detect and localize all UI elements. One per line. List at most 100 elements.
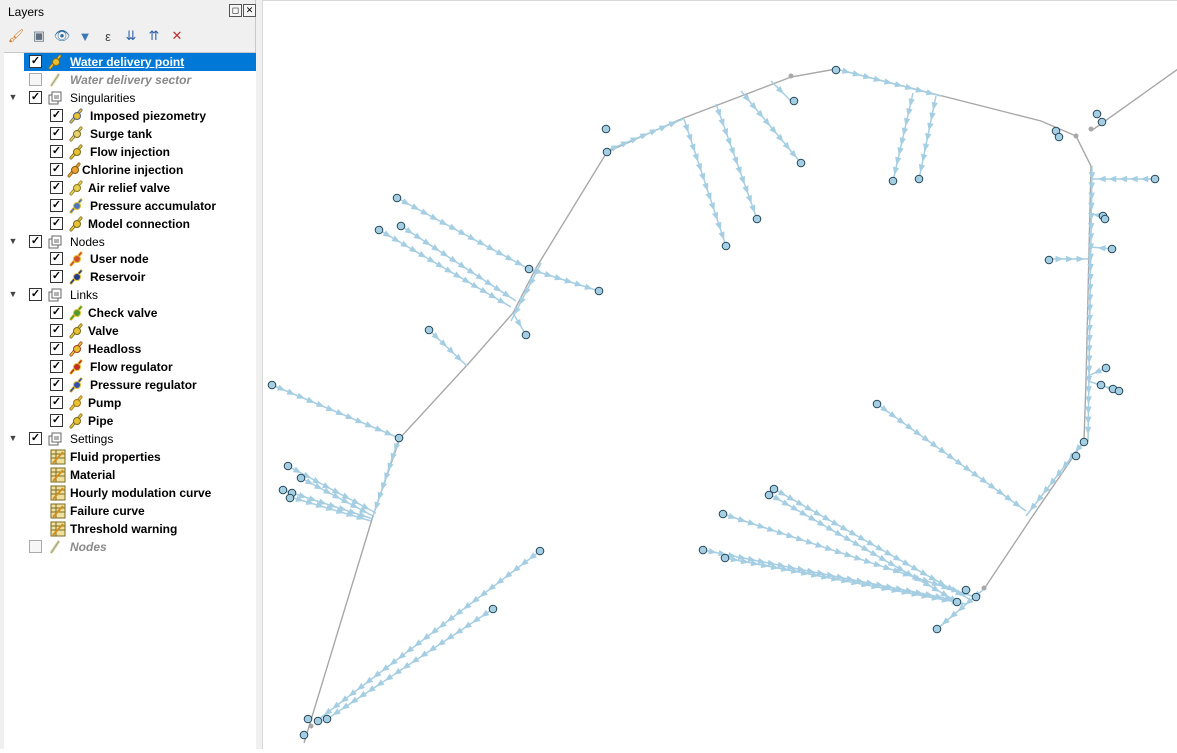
collapse-all-icon[interactable]: ⇈ [148,28,160,43]
expand-arrow-icon[interactable]: ▼ [8,433,18,443]
link-arrow-icon [1076,255,1085,263]
layer-row[interactable]: Failure curve [4,502,256,520]
link-arrow-icon [839,524,849,531]
layer-visibility-checkbox[interactable] [29,73,42,86]
layer-visibility-checkbox[interactable]: ✓ [50,252,63,265]
link-arrow-icon [873,75,882,82]
link-arrow-icon [397,651,407,660]
layer-visibility-checkbox[interactable]: ✓ [50,342,63,355]
network-node [764,490,774,500]
layer-row[interactable]: ✓Model connection [4,215,256,233]
network-node [285,493,295,503]
remove-layer-icon[interactable]: ✕ [171,28,183,43]
panel-splitter[interactable] [256,0,262,749]
expand-all-icon[interactable]: ⇊ [125,28,137,43]
layer-row[interactable]: ▼✓Settings [4,430,256,448]
layer-row[interactable]: ✓Pump [4,394,256,412]
link-arrow-icon [376,679,385,687]
link-arrow-icon [757,522,766,529]
layer-row[interactable]: ✓Flow regulator [4,358,256,376]
link-arrow-icon [534,267,541,277]
link-arrow-icon [502,290,511,298]
layer-row[interactable]: Nodes [4,538,256,556]
layer-visibility-checkbox[interactable]: ✓ [29,288,42,301]
layer-visibility-checkbox[interactable]: ✓ [50,181,63,194]
layer-row[interactable]: ✓ Water delivery point [24,53,256,71]
expand-arrow-icon[interactable]: ▼ [8,92,18,102]
link-arrow-icon [931,579,940,586]
link-arrow-icon [358,506,368,514]
layer-visibility-checkbox[interactable]: ✓ [50,414,63,427]
visibility-icon[interactable]: 👁 [53,28,71,43]
layer-row[interactable]: ✓Surge tank [4,125,256,143]
layer-row[interactable]: ✓Pressure regulator [4,376,256,394]
layer-visibility-checkbox[interactable]: ✓ [50,127,63,140]
link-arrow-icon [790,567,800,574]
expand-arrow-icon[interactable]: ▼ [8,289,18,299]
layer-row[interactable]: Hourly modulation curve [4,484,256,502]
close-panel-button[interactable]: ✕ [243,4,256,17]
layer-visibility-checkbox[interactable]: ✓ [50,360,63,373]
layer-row[interactable]: ▼✓Nodes [4,233,256,251]
layer-row[interactable]: Threshold warning [4,520,256,538]
float-panel-button[interactable]: ◻ [229,4,242,17]
layer-visibility-checkbox[interactable]: ✓ [50,109,63,122]
layer-visibility-checkbox[interactable]: ✓ [50,324,63,337]
layer-row[interactable]: Fluid properties [4,448,256,466]
layer-visibility-checkbox[interactable]: ✓ [29,235,42,248]
layer-visibility-checkbox[interactable]: ✓ [29,55,42,68]
link-arrow-icon [941,596,950,603]
layer-row[interactable]: ✓Headloss [4,340,256,358]
layer-row[interactable]: ✓Pressure accumulator [4,197,256,215]
layer-visibility-checkbox[interactable] [29,540,42,553]
layer-row[interactable]: Material [4,466,256,484]
link-arrow-icon [830,575,840,582]
link-arrow-icon [775,85,784,94]
link-arrow-icon [747,519,756,526]
layer-visibility-checkbox[interactable]: ✓ [50,199,63,212]
link-arrow-icon [804,504,813,511]
link-arrow-icon [463,621,472,629]
layer-visibility-checkbox[interactable]: ✓ [50,145,63,158]
layer-row[interactable]: ▼✓Links [4,286,256,304]
link-arrow-icon [1085,406,1092,415]
link-arrow-icon [996,488,1005,496]
layer-label: Pipe [88,414,114,428]
layer-row[interactable]: ▼✓Singularities [4,89,256,107]
link-arrow-icon [1086,304,1094,313]
link-arrow-icon [852,539,861,547]
layer-row[interactable]: ✓Valve [4,322,256,340]
link-arrow-icon [364,421,374,428]
link-arrow-icon [1012,500,1021,508]
expression-filter-icon[interactable]: ε [105,28,111,44]
filter-icon[interactable]: ▼ [78,28,92,44]
layer-visibility-checkbox[interactable]: ✓ [50,270,63,283]
link-arrow-icon [878,554,888,562]
link-arrow-icon [472,615,481,623]
layer-row[interactable]: ✓Flow injection [4,143,256,161]
layer-row[interactable]: ✓Imposed piezometry [4,107,256,125]
link-arrow-icon [448,223,458,231]
layer-visibility-checkbox[interactable]: ✓ [50,306,63,319]
layer-visibility-checkbox[interactable]: ✓ [29,432,42,445]
layer-row[interactable]: ✓Check valve [4,304,256,322]
link-arrow-icon [921,592,930,599]
expand-arrow-icon[interactable]: ▼ [8,236,18,246]
layer-row[interactable]: Water delivery sector [4,71,256,89]
layer-row[interactable]: ✓User node [4,250,256,268]
layer-visibility-checkbox[interactable]: ✓ [50,163,63,176]
layer-visibility-checkbox[interactable]: ✓ [50,217,63,230]
add-group-icon[interactable]: ▣ [32,28,46,43]
style-manager-icon[interactable]: 🖌 [7,28,25,43]
layer-visibility-checkbox[interactable]: ✓ [50,378,63,391]
link-arrow-icon [335,409,345,416]
link-arrow-icon [402,662,411,670]
layer-row[interactable]: ✓ Pipe [4,412,256,430]
layer-row[interactable]: ✓Chlorine injection [4,161,256,179]
layer-visibility-checkbox[interactable]: ✓ [50,396,63,409]
layer-row[interactable]: ✓Air relief valve [4,179,256,197]
layer-label: Water delivery point [70,55,185,69]
map-canvas[interactable] [262,0,1177,749]
layer-visibility-checkbox[interactable]: ✓ [29,91,42,104]
layer-row[interactable]: ✓Reservoir [4,268,256,286]
